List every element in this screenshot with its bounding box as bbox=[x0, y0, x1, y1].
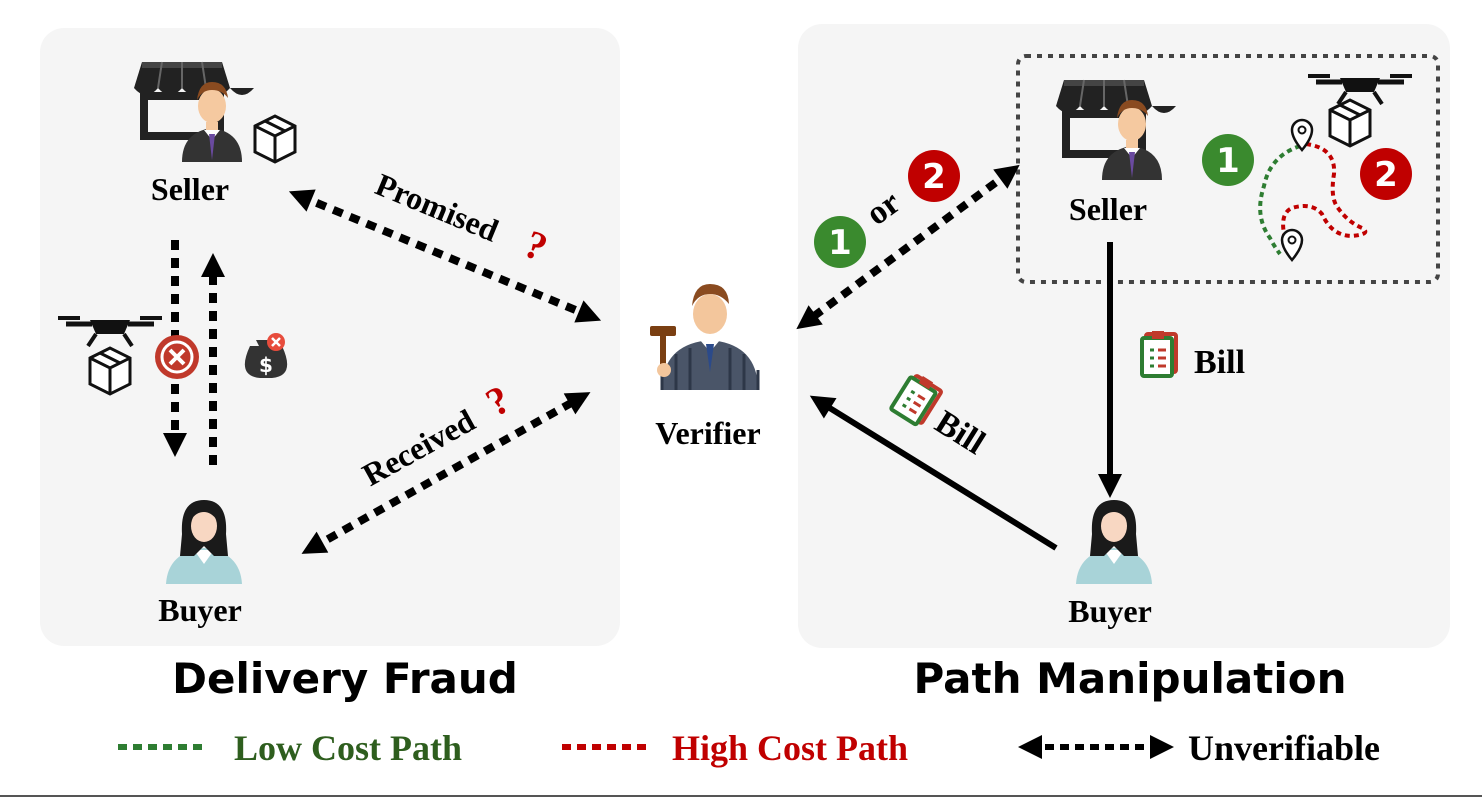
choice-two-circle bbox=[908, 150, 960, 202]
left-seller-label: Seller bbox=[151, 171, 229, 207]
verifier-label: Verifier bbox=[655, 415, 760, 451]
right-seller-label: Seller bbox=[1069, 191, 1147, 227]
low-cost-path bbox=[1258, 144, 1301, 256]
bill-label-vertical: Bill bbox=[1194, 344, 1245, 381]
verifier-judge-icon bbox=[648, 282, 760, 392]
legend-high-cost: High Cost Path bbox=[672, 728, 908, 768]
right-panel-title: Path Manipulation bbox=[914, 654, 1347, 703]
high-cost-path bbox=[1281, 142, 1368, 243]
left-buyer-label: Buyer bbox=[158, 592, 242, 628]
bill-icon bbox=[1140, 329, 1178, 378]
path-one-badge: 1 bbox=[1216, 141, 1240, 181]
path-two-badge: 2 bbox=[1374, 155, 1398, 195]
package-icon bbox=[253, 114, 297, 164]
path-one-badge-circle bbox=[1202, 134, 1254, 186]
legend-low-cost: Low Cost Path bbox=[234, 728, 462, 768]
choice-one-label: 1 bbox=[828, 223, 852, 263]
choice-one-circle bbox=[814, 216, 866, 268]
buyer-to-verifier-arrow bbox=[809, 395, 1058, 551]
received-edge bbox=[301, 392, 591, 554]
choice-edge bbox=[796, 164, 1020, 330]
seller-group-box bbox=[1016, 54, 1440, 284]
path-two-badge-circle bbox=[1360, 148, 1412, 200]
cancel-icon bbox=[155, 335, 199, 379]
left-panel-title: Delivery Fraud bbox=[172, 654, 518, 703]
right-buyer-label: Buyer bbox=[1068, 593, 1152, 629]
package-icon bbox=[88, 346, 132, 396]
legend-unverifiable: Unverifiable bbox=[1188, 728, 1380, 768]
choice-two-label: 2 bbox=[922, 157, 946, 197]
money-bag-icon: $ bbox=[244, 333, 288, 378]
package-icon bbox=[1328, 98, 1372, 148]
svg-text:$: $ bbox=[259, 353, 273, 377]
promised-edge bbox=[288, 189, 602, 323]
